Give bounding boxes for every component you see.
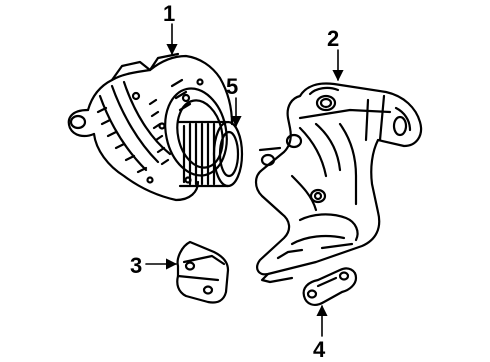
leader-lines <box>145 23 344 337</box>
callout-5: 5 <box>226 74 239 99</box>
small-bracket <box>302 267 358 306</box>
alternator <box>67 52 234 202</box>
pulley <box>176 120 244 188</box>
callout-2: 2 <box>327 26 340 51</box>
callout-1: 1 <box>163 1 176 26</box>
mounting-bracket <box>254 82 423 284</box>
brace-plate <box>176 240 230 304</box>
callout-4: 4 <box>313 337 326 362</box>
callout-3: 3 <box>130 253 143 278</box>
